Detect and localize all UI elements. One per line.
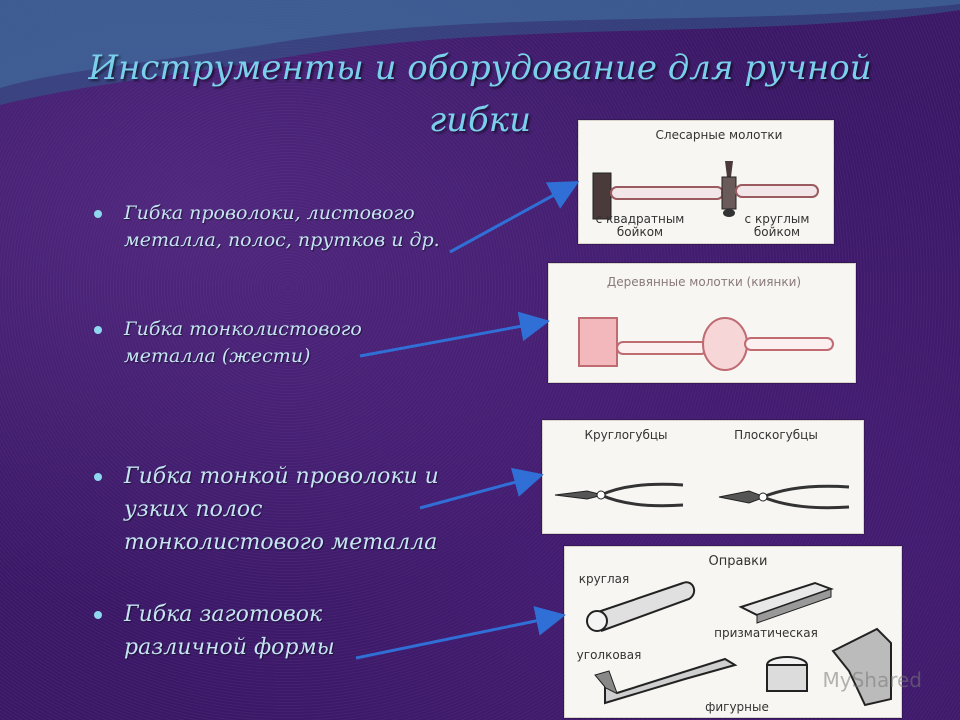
title-line-1: Инструменты и оборудование для ручной	[88, 48, 872, 88]
bullet-line: металла, полос, прутков и др.	[124, 229, 440, 251]
shaped-mandrels-label: фигурные	[705, 700, 769, 714]
bullet-thin-sheet-bending: Гибка тонколистового металла (жести)	[94, 316, 362, 370]
square-face-caption-1: с квадратным	[595, 212, 685, 226]
bullet-dot-icon	[94, 210, 102, 218]
bullet-line: Гибка заготовок	[124, 602, 323, 627]
bullet-dot-icon	[94, 473, 102, 481]
bullet-thin-wire-bending: Гибка тонкой проволоки и узких полос тон…	[94, 460, 439, 559]
mallets-image-panel: Деревянные молотки (киянки)	[548, 263, 856, 383]
arrow-to-mallets	[359, 311, 550, 358]
watermark: MyShared	[822, 668, 922, 692]
hammers-panel-title: Слесарные молотки	[655, 128, 783, 142]
flat-nose-pliers-title: Плоскогубцы	[734, 428, 818, 442]
bullet-dot-icon	[94, 326, 102, 334]
bullet-wire-sheet-bending: Гибка проволоки, листового металла, поло…	[94, 200, 440, 254]
arrow-to-hammers	[449, 181, 580, 254]
arrow-to-mandrels	[355, 606, 566, 660]
hammers-image-panel: Слесарные молотки с квадратным бойком с …	[578, 120, 834, 244]
round-face-caption-1: с круглым	[744, 212, 810, 226]
bullet-line: Гибка тонкой проволоки и	[124, 464, 439, 489]
round-nose-pliers-title: Круглогубцы	[584, 428, 668, 442]
bullet-workpiece-bending: Гибка заготовок различной формы	[94, 598, 335, 664]
bullet-line: тонколистового металла	[124, 530, 438, 555]
mallets-panel-title: Деревянные молотки (киянки)	[606, 275, 802, 289]
bullet-dot-icon	[94, 611, 102, 619]
prismatic-mandrel-label: призматическая	[714, 626, 818, 640]
square-face-caption-2: бойком	[616, 225, 664, 239]
mallets-illustration	[578, 317, 834, 371]
slide-title: Инструменты и оборудование для ручной ги…	[80, 42, 880, 146]
mandrels-image-panel: Оправки круглая призматическая уголковая…	[564, 546, 902, 718]
pliers-image-panel: Круглогубцы Плоскогубцы	[542, 420, 864, 534]
angle-mandrel-label: уголковая	[576, 648, 642, 662]
bullet-line: Гибка проволоки, листового	[124, 202, 415, 224]
title-line-2: гибки	[428, 100, 532, 140]
header-wave-decoration	[0, 0, 960, 105]
bullet-line: металла (жести)	[124, 345, 311, 367]
bullet-line: узких полос	[124, 497, 263, 522]
hammers-illustration	[592, 161, 819, 220]
round-mandrel-label: круглая	[578, 572, 630, 586]
mandrels-illustration	[586, 581, 892, 707]
bullet-line: различной формы	[124, 635, 335, 660]
mandrels-panel-title: Оправки	[708, 554, 768, 569]
round-face-caption-2: бойком	[753, 225, 801, 239]
pliers-illustration	[554, 482, 850, 510]
bullet-line: Гибка тонколистового	[124, 318, 362, 340]
